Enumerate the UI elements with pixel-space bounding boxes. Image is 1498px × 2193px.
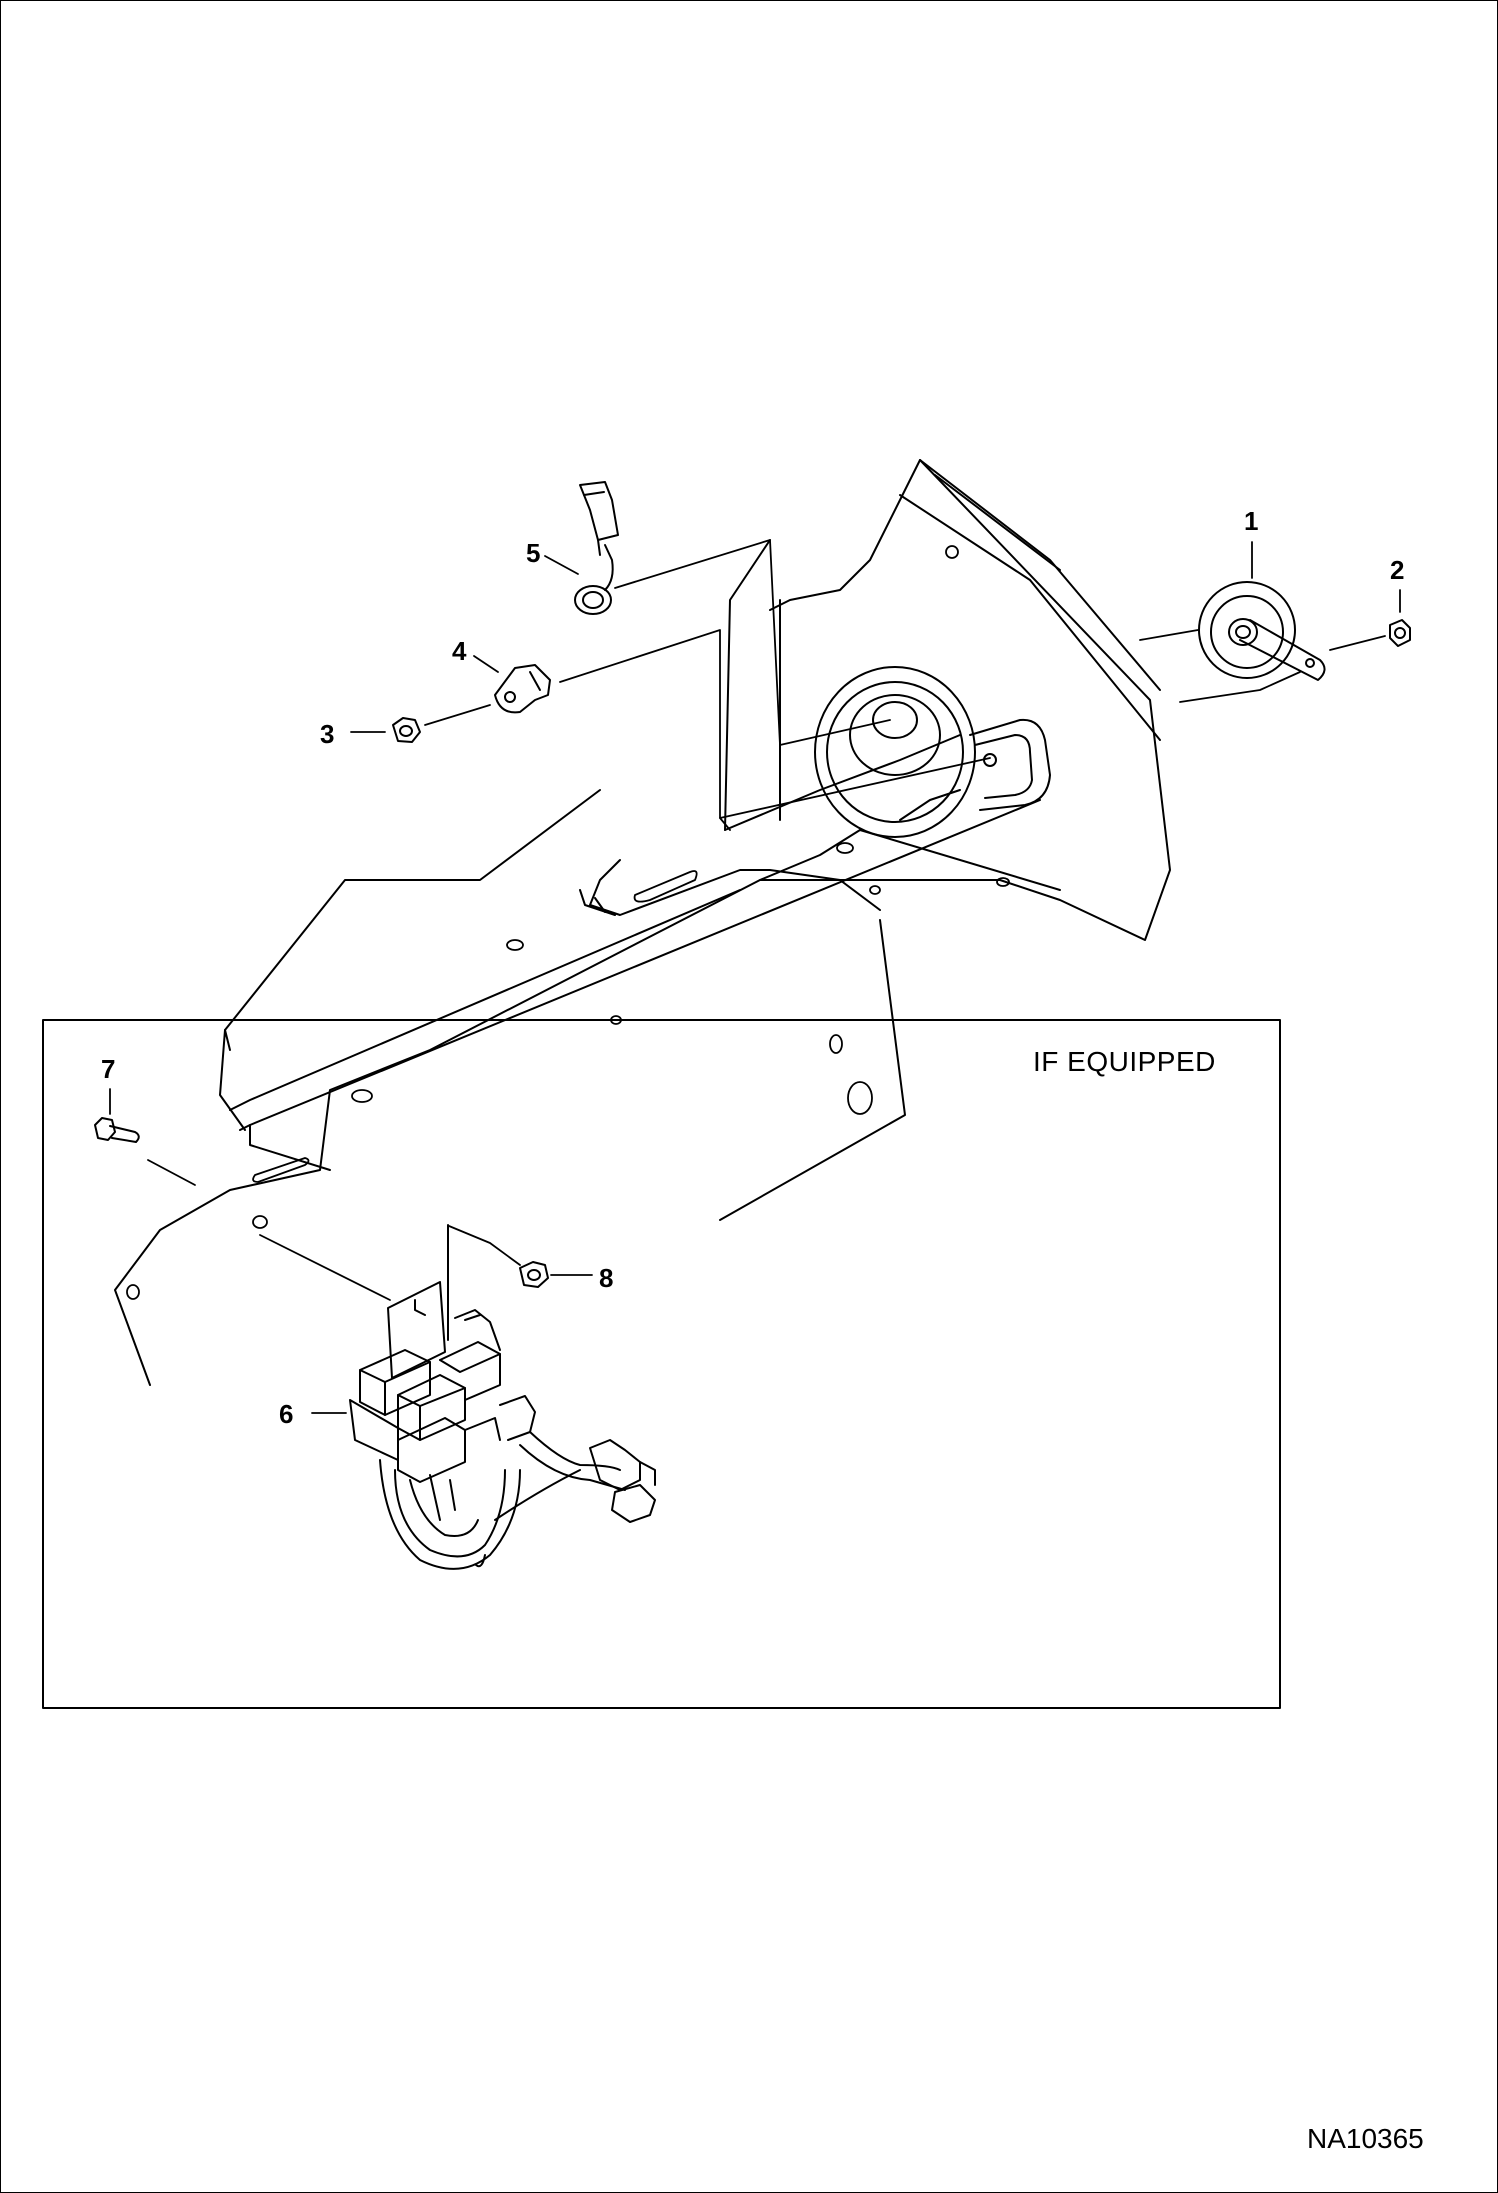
clip-part [494,664,551,714]
callout-1: 1 [1244,506,1259,536]
panel-holes [126,545,1010,1300]
callout-8: 8 [599,1263,614,1293]
flange-nut-8-part [519,1261,549,1288]
leader-5 [544,555,579,575]
callout-5: 5 [526,538,541,568]
figure-id: NA10365 [1307,2123,1424,2154]
horn-recess [814,666,1051,838]
optional-parts-frame [42,1019,1281,1709]
flange-nut-part [392,717,421,743]
mounting-panel [114,459,1171,1386]
assembly-lines [147,539,1386,1301]
callout-2: 2 [1390,555,1405,585]
leader-4 [473,655,499,673]
bolt-part [94,1117,140,1143]
horn-nut-part [1389,619,1411,647]
relay-harness-part [349,1224,656,1570]
callout-6: 6 [279,1399,294,1429]
callout-3: 3 [320,719,335,749]
if-equipped-label: IF EQUIPPED [1033,1046,1216,1077]
callout-4: 4 [452,636,467,666]
callout-7: 7 [101,1054,116,1084]
sensor-part [574,481,619,615]
horn-part [1198,581,1326,681]
leader-lines [109,541,1401,1414]
